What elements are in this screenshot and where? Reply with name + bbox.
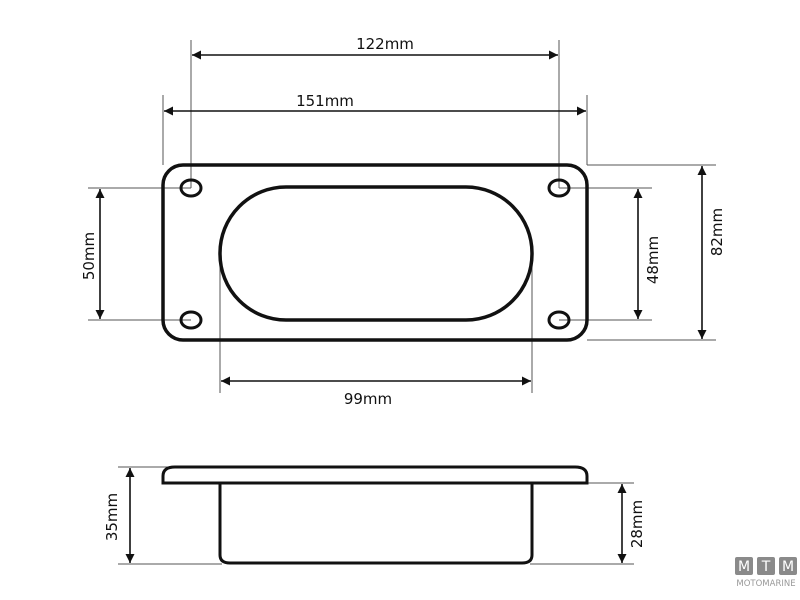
top-view — [161, 163, 589, 342]
svg-text:T: T — [761, 559, 771, 575]
svg-text:M: M — [782, 559, 794, 575]
dim-label-99: 99mm — [344, 390, 392, 408]
side-view — [161, 465, 589, 565]
flange-profile — [161, 465, 589, 485]
dim-label-122: 122mm — [356, 35, 414, 53]
dim-label-35: 35mm — [103, 493, 121, 541]
dim-label-48: 48mm — [644, 236, 662, 284]
dim-label-82: 82mm — [708, 208, 726, 256]
dim-label-151: 151mm — [296, 92, 354, 110]
mounting-hole — [179, 310, 203, 330]
mounting-hole — [179, 178, 203, 198]
flange-outline — [161, 163, 589, 342]
opening-outline — [218, 185, 534, 322]
body-profile — [218, 483, 534, 565]
mounting-hole — [547, 178, 571, 198]
mounting-hole — [547, 310, 571, 330]
extension-lines-top-view — [88, 40, 716, 393]
dim-label-50: 50mm — [80, 232, 98, 280]
svg-text:M: M — [738, 559, 750, 575]
motomarine-logo: M T M MOTOMARINE — [735, 557, 797, 589]
dim-label-28: 28mm — [628, 500, 646, 548]
svg-text:MOTOMARINE: MOTOMARINE — [736, 579, 795, 589]
